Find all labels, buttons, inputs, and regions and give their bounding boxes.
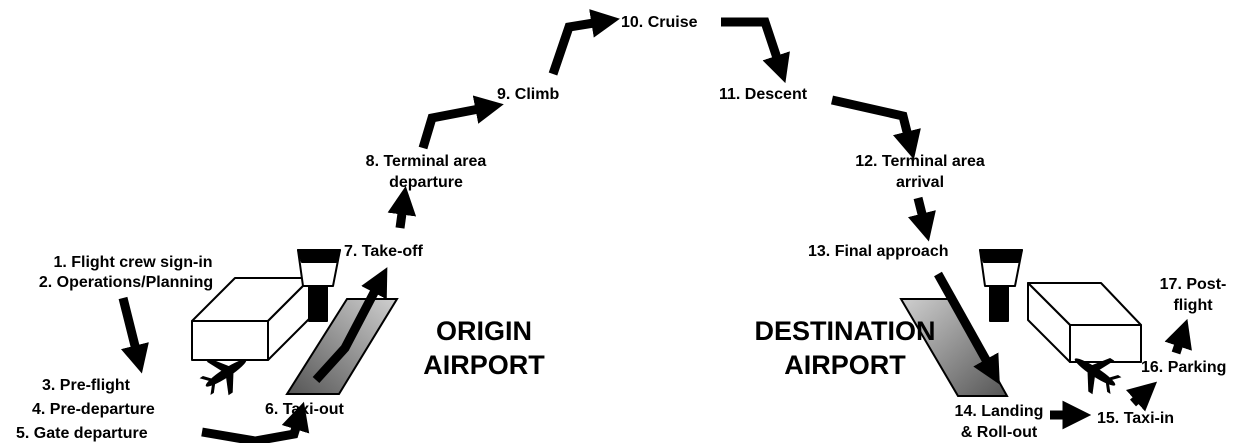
phase-label-4: 4. Pre-departure xyxy=(32,401,155,418)
arrow-takeoff-roll xyxy=(312,267,388,384)
phase-label-14-cont: & Roll-out xyxy=(960,424,1038,441)
arrow-landing-roll xyxy=(934,271,1000,385)
arrow-planning-to-preflight xyxy=(118,296,149,374)
origin-terminal-building xyxy=(191,277,312,361)
phase-label-11: 11. Descent xyxy=(719,86,808,103)
destination-airport-title: DESTINATION xyxy=(754,316,936,346)
phase-label-1: 1. Flight crew sign-in xyxy=(53,254,213,271)
phase-label-7: 7. Take-off xyxy=(344,243,423,260)
phase-label-17-cont: flight xyxy=(1173,297,1213,314)
arrow-terminal-arrival-to-final-approach xyxy=(907,196,936,242)
phase-label-17: 17. Post- xyxy=(1159,276,1227,293)
phase-label-3: 3. Pre-flight xyxy=(42,377,131,394)
destination-control-tower xyxy=(979,249,1023,322)
phase-label-16: 16. Parking xyxy=(1141,359,1227,376)
phase-label-12: 12. Terminal area xyxy=(855,153,985,170)
origin-airport-title-cont: AIRPORT xyxy=(423,350,545,380)
arrow-cruise-to-descent xyxy=(721,17,790,84)
arrow-gate-departure-to-taxi-out xyxy=(201,401,310,443)
origin-control-tower xyxy=(297,249,341,322)
arrow-parking-to-post-flight xyxy=(1164,318,1192,355)
arrow-descent-to-terminal-arrival xyxy=(831,95,921,160)
phase-label-12-cont: arrival xyxy=(895,174,945,191)
arrow-taxi-in-to-parking xyxy=(1125,381,1158,412)
destination-airport-title-cont: AIRPORT xyxy=(784,350,906,380)
arrow-climb-to-cruise xyxy=(548,9,620,76)
origin-airplane-icon xyxy=(199,358,247,396)
phase-label-8-cont: departure xyxy=(389,174,463,191)
phase-label-10: 10. Cruise xyxy=(621,14,698,31)
phase-label-6: 6. Taxi-out xyxy=(265,401,344,418)
phase-label-2: 2. Operations/Planning xyxy=(38,274,214,291)
phase-label-13: 13. Final approach xyxy=(808,243,949,260)
phase-label-14: 14. Landing xyxy=(954,403,1044,420)
destination-airplane-icon xyxy=(1074,357,1122,395)
destination-terminal-building xyxy=(1027,282,1142,363)
phase-label-5: 5. Gate departure xyxy=(16,425,148,442)
phase-label-8: 8. Terminal area xyxy=(365,153,487,170)
phase-label-9: 9. Climb xyxy=(497,86,560,103)
arrow-terminal-departure-to-climb xyxy=(418,95,504,150)
origin-airport-title: ORIGIN xyxy=(435,316,532,346)
phase-label-15: 15. Taxi-in xyxy=(1097,410,1175,427)
arrow-takeoff-to-terminal-departure xyxy=(387,186,417,229)
